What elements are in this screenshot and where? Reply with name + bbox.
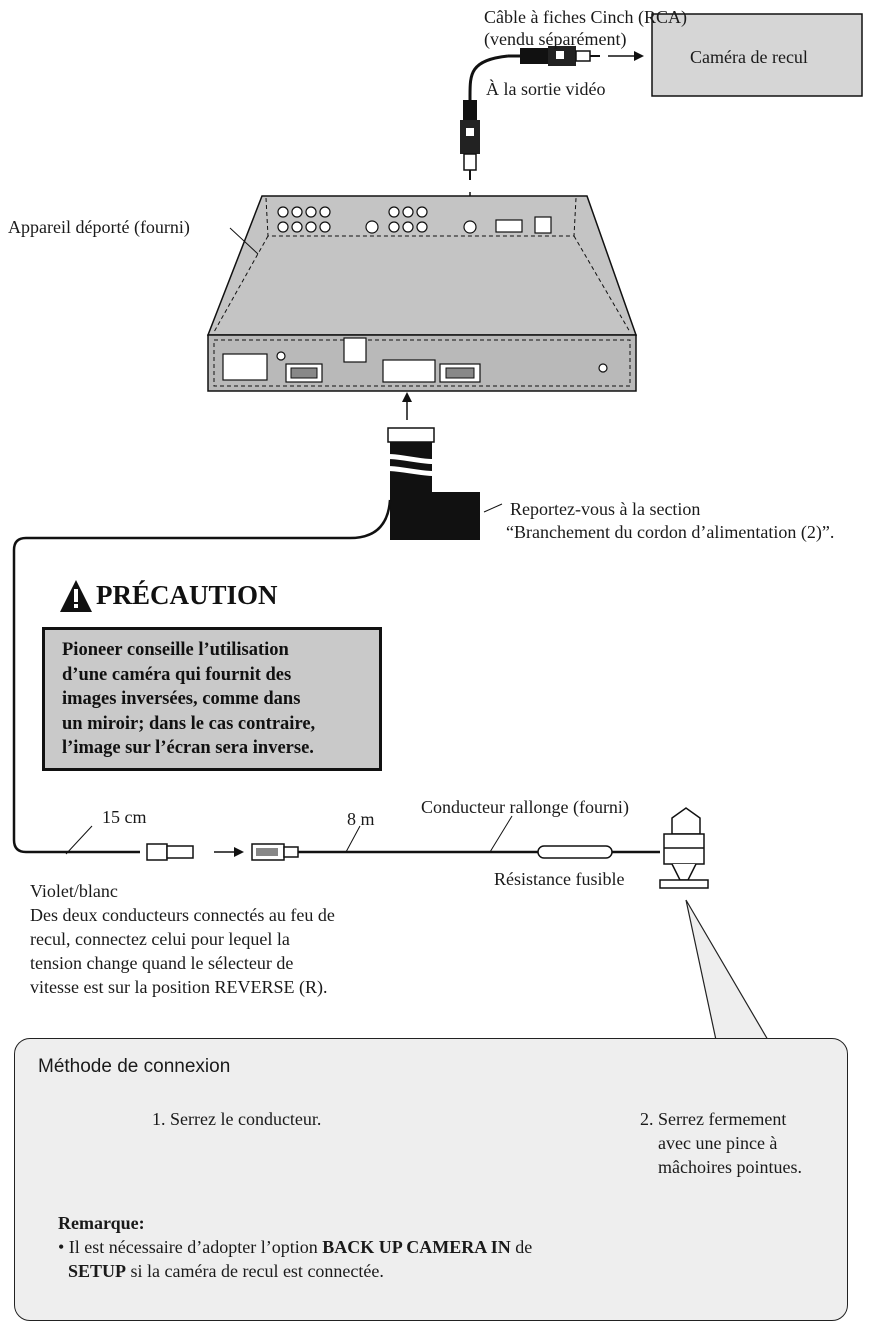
power-cable-bundle <box>373 427 480 540</box>
step2-line: mâchoires pointues. <box>658 1157 802 1177</box>
caution-line: Pioneer conseille l’utilisation <box>62 640 289 660</box>
callout-pointer <box>685 899 770 1041</box>
caution-line: d’une caméra qui fournit des <box>62 664 292 685</box>
video-out-label: À la sortie vidéo <box>486 79 606 99</box>
length-8m-label: 8 m <box>347 809 375 829</box>
violet-desc-line: Des deux conducteurs connectés au feu de <box>30 905 335 925</box>
connection-method-box <box>14 1038 848 1321</box>
violet-label: Violet/blanc <box>30 881 118 901</box>
wire-loop <box>12 499 392 854</box>
arrow-right-icon <box>214 847 244 857</box>
connector-female <box>146 843 194 861</box>
fuse-resistor <box>537 845 613 859</box>
step2-line: 2. Serrez fermement <box>640 1109 787 1129</box>
remote-unit <box>206 195 638 392</box>
note-line1: • Il est nécessaire d’adopter l’option B… <box>58 1236 532 1258</box>
camera-label: Caméra de recul <box>690 47 808 67</box>
refer-line1: Reportez-vous à la section <box>510 499 701 519</box>
rca-plug-vertical <box>460 100 480 180</box>
fuse-label: Résistance fusible <box>494 869 625 889</box>
cable-label-line2: (vendu séparément) <box>484 29 627 49</box>
caution-line: images inversées, comme dans <box>62 689 301 709</box>
clamp-connector <box>659 807 709 889</box>
rca-plug-horizontal <box>520 46 600 66</box>
violet-desc-line: vitesse est sur la position REVERSE (R). <box>30 977 328 997</box>
caution-line: l’image sur l’écran sera inverse. <box>62 738 314 758</box>
arrow-up-icon <box>402 392 412 420</box>
caution-text: Pioneer conseille l’utilisation d’une ca… <box>62 638 372 761</box>
note-text-c: de <box>510 1237 533 1257</box>
note-text-a: • Il est nécessaire d’adopter l’option <box>58 1237 323 1257</box>
camera-box <box>651 13 863 97</box>
length-15cm-label: 15 cm <box>102 807 147 827</box>
caution-line: un miroir; dans le cas contraire, <box>62 713 316 734</box>
violet-desc-line: tension change quand le sélecteur de <box>30 953 294 973</box>
cable-label-line1: Câble à fiches Cinch (RCA) <box>484 7 687 27</box>
refer-line2: “Branchement du cordon d’alimentation (2… <box>506 522 835 542</box>
note-setup: SETUP <box>68 1261 127 1281</box>
note-option: BACK UP CAMERA IN <box>322 1237 511 1257</box>
warning-triangle-icon <box>60 580 92 612</box>
note-line2: SETUP si la caméra de recul est connecté… <box>68 1260 384 1282</box>
caution-box <box>42 627 382 771</box>
arrow-to-camera-icon <box>608 51 644 61</box>
remote-unit-label: Appareil déporté (fourni) <box>8 217 190 237</box>
method-title: Méthode de connexion <box>38 1056 231 1077</box>
note-title: Remarque: <box>58 1213 145 1233</box>
step1-text: 1. Serrez le conducteur. <box>152 1109 322 1129</box>
step2-line: avec une pince à <box>658 1133 778 1153</box>
note-text-e: si la caméra de recul est connectée. <box>126 1261 384 1281</box>
connector-male <box>251 843 299 861</box>
extension-label: Conducteur rallonge (fourni) <box>421 797 629 817</box>
violet-desc-line: recul, connectez celui pour lequel la <box>30 929 290 949</box>
caution-title: PRÉCAUTION <box>96 580 278 610</box>
